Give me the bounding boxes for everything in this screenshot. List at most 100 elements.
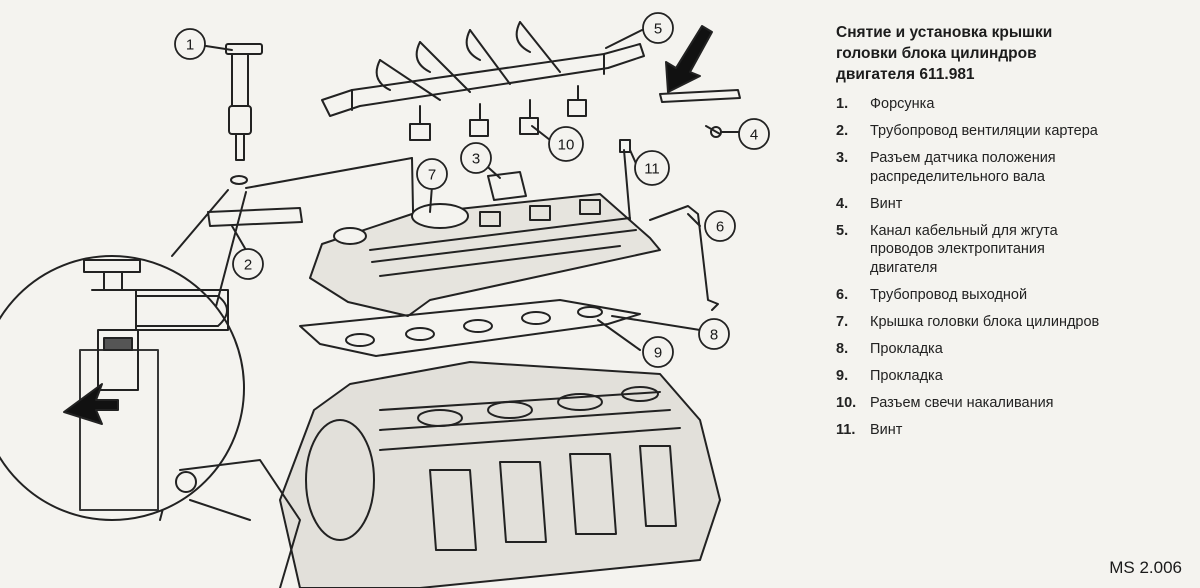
- legend-item-number: 7.: [836, 313, 849, 330]
- callout-circle: [634, 150, 670, 186]
- legend-title: Снятие и установка крышки головки блока …: [836, 22, 1176, 85]
- legend-item: 11. Винт: [836, 421, 1176, 440]
- legend-item-line: Трубопровод выходной: [870, 286, 1028, 303]
- legend-item: 7. Крышка головки блока цилиндров: [836, 313, 1176, 332]
- breather-hose: [207, 207, 303, 227]
- legend-item-text: Форсунка: [870, 95, 1176, 114]
- legend-item-line: проводов электропитания: [870, 241, 1045, 257]
- legend-item-number: 11.: [836, 421, 856, 438]
- legend-item-line: распределительного вала: [870, 168, 1045, 185]
- legend-item: 8. Прокладка: [836, 340, 1176, 359]
- legend-item-line: Разъем датчика положения: [870, 150, 1056, 166]
- callout-number: 1: [186, 37, 194, 54]
- legend-item: 4. Винт: [836, 195, 1176, 214]
- legend-item: 1. Форсунка: [836, 95, 1176, 114]
- callout-number: 7: [428, 167, 436, 184]
- legend-item: 9. Прокладка: [836, 367, 1176, 386]
- legend-item-text: Разъем датчика положения распределительно…: [870, 149, 1176, 186]
- legend-item-text: Канал кабельный для жгута проводов электр…: [870, 222, 1176, 278]
- legend-item-text: Разъем свечи накаливания: [870, 394, 1176, 413]
- cable-duct-part: [321, 21, 645, 141]
- legend-item-number: 10.: [836, 394, 857, 411]
- legend-item-text: Трубопровод выходной: [870, 286, 1176, 305]
- callout-1: 1: [174, 28, 206, 60]
- callout-7: 7: [416, 158, 448, 190]
- legend-item-number: 3.: [836, 150, 849, 166]
- callout-number: 11: [644, 161, 660, 178]
- callout-circle: [174, 28, 206, 60]
- callout-6: 6: [704, 210, 736, 242]
- callout-number: 9: [654, 345, 662, 362]
- callout-circle: [698, 318, 730, 350]
- callout-number: 5: [654, 21, 662, 38]
- legend-item-text: Крышка головки блока цилиндров: [870, 313, 1176, 332]
- callout-circle: [416, 158, 448, 190]
- injector-part: [225, 43, 263, 185]
- legend-item-line: Канал кабельный для жгута: [870, 222, 1058, 239]
- exploded-engine-drawing: 1 2 3 4 5 6 7 8 9 10 11: [0, 12, 770, 588]
- callout-number: 3: [472, 151, 480, 168]
- callout-circle: [460, 142, 492, 174]
- callout-number: 8: [710, 327, 718, 344]
- legend-item-number: 9.: [836, 367, 849, 384]
- legend-item-line: Разъем свечи накаливания: [870, 394, 1054, 411]
- legend-list: 1. Форсунка 2. Трубопровод вентиляции карте…: [836, 95, 1176, 439]
- outlet-pipe: [649, 205, 719, 311]
- zoom-line-left: [171, 189, 229, 257]
- legend-item-line: Форсунка: [870, 96, 935, 112]
- legend-item: 2. Трубопровод вентиляции картера: [836, 122, 1176, 141]
- parts-legend: Снятие и установка крышки головки блока …: [836, 22, 1176, 448]
- gasket-part: [299, 299, 641, 357]
- callout-circle: [704, 210, 736, 242]
- callout-2: 2: [232, 248, 264, 280]
- callout-number: 2: [244, 257, 252, 274]
- legend-item: 10. Разъем свечи накаливания: [836, 394, 1176, 413]
- legend-item-number: 8.: [836, 340, 849, 357]
- legend-item: 6. Трубопровод выходной: [836, 286, 1176, 305]
- injector-detail-inset: [0, 255, 245, 521]
- legend-item-number: 6.: [836, 286, 849, 303]
- callout-9: 9: [642, 336, 674, 368]
- legend-item-number: 4.: [836, 195, 849, 212]
- callout-circle: [232, 248, 264, 280]
- legend-item-line: Винт: [870, 195, 903, 212]
- cylinder-head-part: [175, 361, 721, 588]
- legend-item-text: Трубопровод вентиляции картера: [870, 122, 1176, 141]
- callout-circle: [738, 118, 770, 150]
- callout-5: 5: [642, 12, 674, 44]
- bolt-part: [659, 25, 741, 138]
- legend-title-line: головки блока цилиндров: [836, 45, 1037, 62]
- callout-8: 8: [698, 318, 730, 350]
- legend-title-line: Снятие и установка крышки: [836, 24, 1053, 41]
- legend-item-line: Прокладка: [870, 340, 943, 357]
- legend-item-number: 5.: [836, 222, 849, 239]
- callout-11: 11: [634, 150, 670, 186]
- callout-number: 6: [716, 219, 724, 236]
- sensor-connector: [487, 171, 527, 201]
- legend-item-number: 1.: [836, 96, 849, 112]
- valve-cover-part: [309, 193, 661, 317]
- callout-circle: [642, 336, 674, 368]
- legend-item: 5. Канал кабельный для жгута проводов элек…: [836, 222, 1176, 278]
- callout-number: 4: [750, 127, 758, 144]
- legend-item-line: Крышка головки блока цилиндров: [870, 313, 1100, 330]
- legend-title-line: двигателя 611.981: [836, 66, 975, 83]
- legend-item-line: двигателя: [870, 259, 938, 276]
- legend-item-text: Прокладка: [870, 340, 1176, 359]
- callout-circle: [548, 126, 584, 162]
- legend-item-line: Винт: [870, 421, 903, 438]
- legend-item-number: 2.: [836, 123, 849, 139]
- legend-item-line: Трубопровод вентиляции картера: [870, 123, 1098, 139]
- legend-item-text: Винт: [870, 195, 1176, 214]
- figure-code: MS 2.006: [1109, 558, 1182, 577]
- callout-circle: [642, 12, 674, 44]
- legend-item-text: Прокладка: [870, 367, 1176, 386]
- callout-10: 10: [548, 126, 584, 162]
- legend-item-text: Винт: [870, 421, 1176, 440]
- cover-bolt: [623, 149, 631, 221]
- callout-4: 4: [738, 118, 770, 150]
- legend-item-line: Прокладка: [870, 367, 943, 384]
- legend-item: 3. Разъем датчика положения распределитель…: [836, 149, 1176, 186]
- callout-3: 3: [460, 142, 492, 174]
